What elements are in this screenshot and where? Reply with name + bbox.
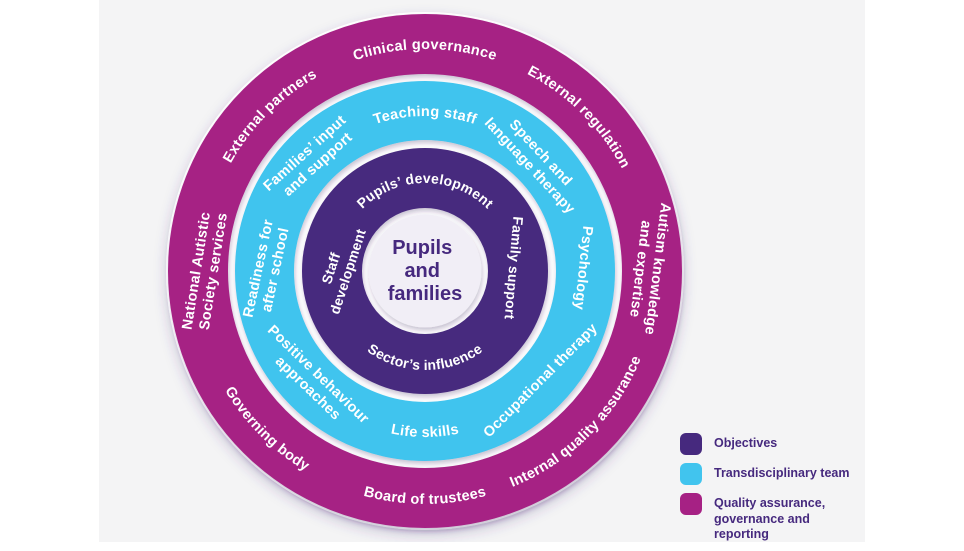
legend: Objectives Transdisciplinary team Qualit… <box>680 433 865 551</box>
inner-ring-objectives <box>302 148 548 394</box>
label-life-skills: Life skills <box>390 422 461 441</box>
legend-label-quality-assurance: Quality assurance, governance and report… <box>714 496 826 542</box>
transdisciplinary-team-swatch-icon <box>680 463 702 485</box>
legend-item-objectives: Objectives <box>680 433 865 455</box>
outer-ring-quality-assurance <box>168 14 682 528</box>
objectives-swatch-icon <box>680 433 702 455</box>
center-label-pupils-and-families: Pupils and families <box>388 237 462 305</box>
middle-ring-transdisciplinary-team <box>235 81 615 461</box>
legend-item-quality-assurance: Quality assurance, governance and report… <box>680 493 865 543</box>
legend-label-objectives: Objectives <box>714 436 778 450</box>
legend-item-transdisciplinary-team: Transdisciplinary team <box>680 463 865 485</box>
label-board-of-trustees: Board of trustees <box>362 484 488 508</box>
legend-label-transdisciplinary-team: Transdisciplinary team <box>714 466 850 480</box>
center-circle <box>368 214 482 328</box>
quality-assurance-swatch-icon <box>680 493 702 515</box>
